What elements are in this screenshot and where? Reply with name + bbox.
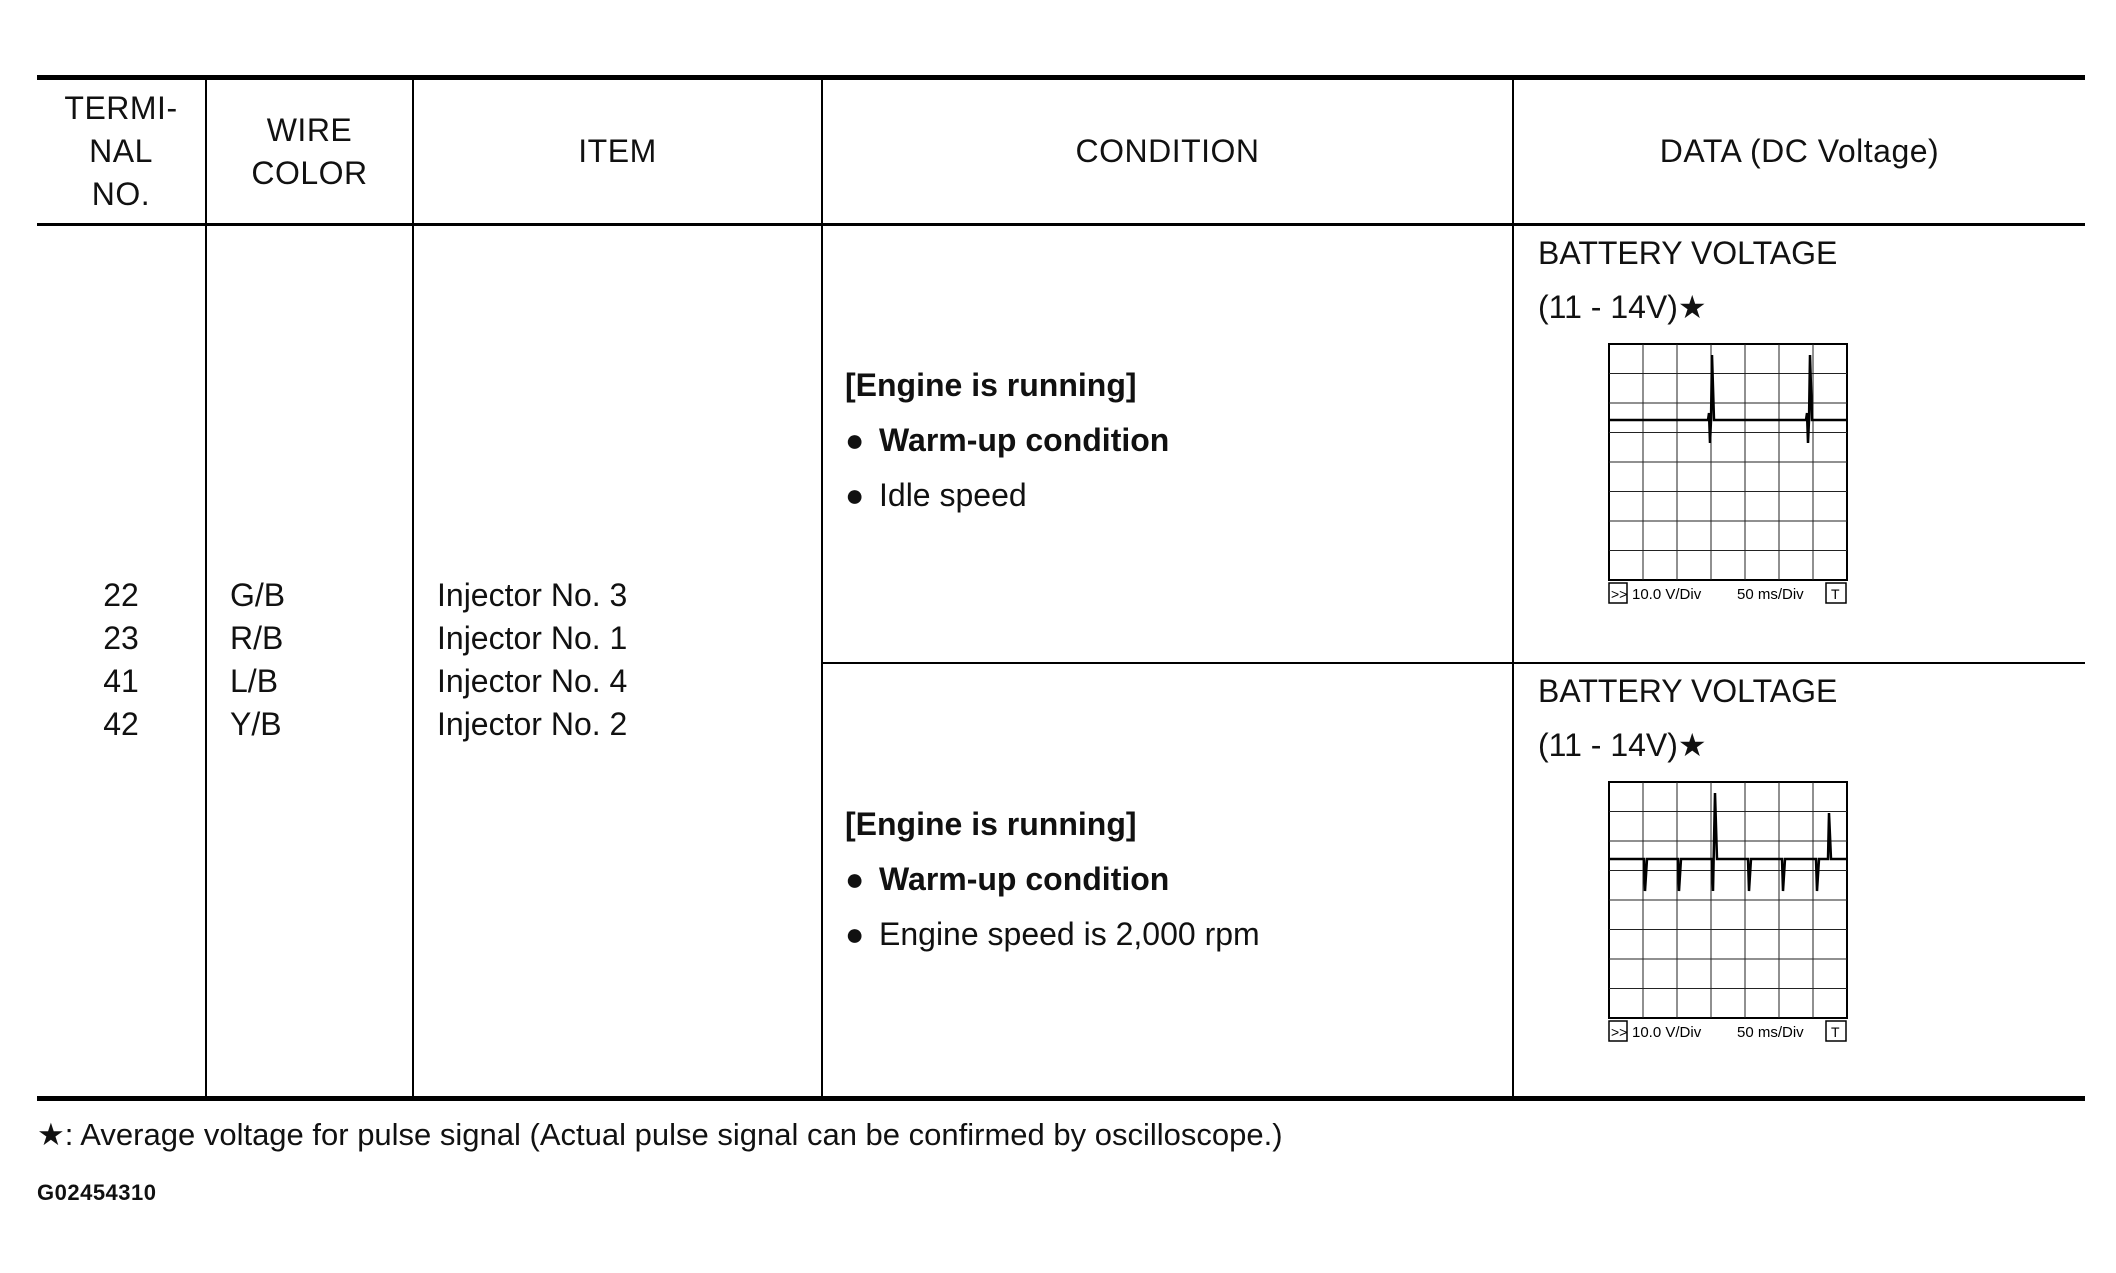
- condition-bullet-text: Idle speed: [879, 477, 1027, 513]
- scope-scale-time: 50 ms/Div: [1737, 586, 1804, 603]
- terminal-no: 42: [103, 706, 139, 742]
- scope-trace: [1610, 354, 1846, 444]
- oscilloscope-2000rpm: >> 10.0 V/Div 50 ms/Div T: [1608, 781, 1848, 1042]
- condition-bullet: ● Warm-up condition: [845, 852, 1260, 907]
- footnote-text: : Average voltage for pulse signal (Actu…: [64, 1117, 1283, 1152]
- condition-bullet: ● Idle speed: [845, 468, 1169, 523]
- condition-bullet-text: Engine speed is 2,000 rpm: [879, 916, 1260, 952]
- item-name: Injector No. 2: [437, 706, 628, 742]
- column-divider-2: [412, 78, 414, 1098]
- scope-marker-right: T: [1831, 1024, 1840, 1040]
- scope-marker-box: [1608, 1020, 1628, 1042]
- bullet-icon: ●: [845, 861, 865, 897]
- condition-idle: [Engine is running] ● Warm-up condition ●…: [845, 358, 1169, 523]
- wire-color: Y/B: [230, 706, 282, 742]
- terminal-list: 22 23 41 42: [37, 574, 205, 746]
- header-wire-line: COLOR: [251, 154, 368, 191]
- header-data-label: DATA (DC Voltage): [1659, 133, 1940, 169]
- data-range-text: (11 - 14V): [1538, 289, 1678, 325]
- condition-bullet: ● Warm-up condition: [845, 413, 1169, 468]
- scope-scale-volt: 10.0 V/Div: [1632, 1024, 1702, 1041]
- star-icon: ★: [1677, 289, 1707, 325]
- header-item-label: ITEM: [578, 133, 657, 169]
- oscilloscope-idle: >> 10.0 V/Div 50 ms/Div T: [1608, 343, 1848, 604]
- item-name: Injector No. 1: [437, 620, 628, 656]
- wire-color: L/B: [230, 663, 279, 699]
- bullet-icon: ●: [845, 916, 865, 952]
- scope-trace: [1610, 792, 1846, 892]
- wire-color-list: G/B R/B L/B Y/B: [230, 574, 285, 746]
- data-range-text: (11 - 14V): [1538, 727, 1678, 763]
- header-terminal-no: TERMI- NAL NO.: [37, 80, 205, 223]
- header-terminal-line: TERMI-: [64, 90, 178, 126]
- header-wire-color: WIRE COLOR: [207, 80, 412, 223]
- terminal-no: 23: [103, 620, 139, 656]
- scope-trigger-box: [1825, 582, 1847, 604]
- column-divider-1: [205, 78, 207, 1098]
- item-list: Injector No. 3 Injector No. 1 Injector N…: [437, 574, 627, 746]
- item-name: Injector No. 3: [437, 577, 628, 613]
- scope-marker-left: >>: [1611, 1024, 1627, 1040]
- terminal-no: 41: [103, 663, 139, 699]
- scope-marker-box: [1608, 582, 1628, 604]
- condition-bullet-text: Warm-up condition: [879, 861, 1170, 897]
- data-voltage-range: (11 - 14V)★: [1538, 280, 1837, 334]
- scope-grid: [1608, 781, 1848, 1019]
- footnote: ★: Average voltage for pulse signal (Act…: [37, 1117, 1283, 1153]
- terminal-no: 22: [103, 577, 139, 613]
- header-wire-line: WIRE: [266, 111, 353, 148]
- wire-color: G/B: [230, 577, 286, 613]
- header-terminal-line: NO.: [91, 176, 151, 212]
- data-voltage-range: (11 - 14V)★: [1538, 718, 1837, 772]
- column-divider-4: [1512, 78, 1514, 1098]
- header-divider: [37, 223, 2085, 226]
- condition-title: [Engine is running]: [845, 806, 1137, 842]
- table-bottom-border: [37, 1096, 2085, 1101]
- figure-code: G02454310: [37, 1180, 157, 1205]
- scope-marker-left: >>: [1611, 586, 1627, 602]
- data-label-2000rpm: BATTERY VOLTAGE (11 - 14V)★: [1538, 664, 1837, 772]
- table-top-border: [37, 75, 2085, 80]
- header-condition: CONDITION: [823, 80, 1512, 223]
- condition-bullet: ● Engine speed is 2,000 rpm: [845, 907, 1260, 962]
- condition-title: [Engine is running]: [845, 367, 1137, 403]
- wire-color: R/B: [230, 620, 284, 656]
- scope-scale-volt: 10.0 V/Div: [1632, 586, 1702, 603]
- data-voltage-label: BATTERY VOLTAGE: [1538, 673, 1838, 709]
- star-icon: ★: [1677, 727, 1707, 763]
- row-divider: [821, 662, 2085, 664]
- condition-bullet-text: Warm-up condition: [879, 422, 1170, 458]
- star-icon: ★: [37, 1117, 65, 1152]
- header-data: DATA (DC Voltage): [1514, 80, 2085, 223]
- scope-trigger-box: [1825, 1020, 1847, 1042]
- header-condition-label: CONDITION: [1075, 133, 1260, 169]
- data-voltage-label: BATTERY VOLTAGE: [1538, 235, 1838, 271]
- header-terminal-line: NAL: [89, 133, 153, 169]
- scope-grid: [1608, 343, 1848, 581]
- data-label-idle: BATTERY VOLTAGE (11 - 14V)★: [1538, 226, 1837, 334]
- bullet-icon: ●: [845, 477, 865, 513]
- bullet-icon: ●: [845, 422, 865, 458]
- header-item: ITEM: [414, 80, 821, 223]
- scope-scale-time: 50 ms/Div: [1737, 1024, 1804, 1041]
- condition-2000rpm: [Engine is running] ● Warm-up condition ●…: [845, 797, 1260, 962]
- item-name: Injector No. 4: [437, 663, 628, 699]
- column-divider-3: [821, 78, 823, 1098]
- scope-marker-right: T: [1831, 586, 1840, 602]
